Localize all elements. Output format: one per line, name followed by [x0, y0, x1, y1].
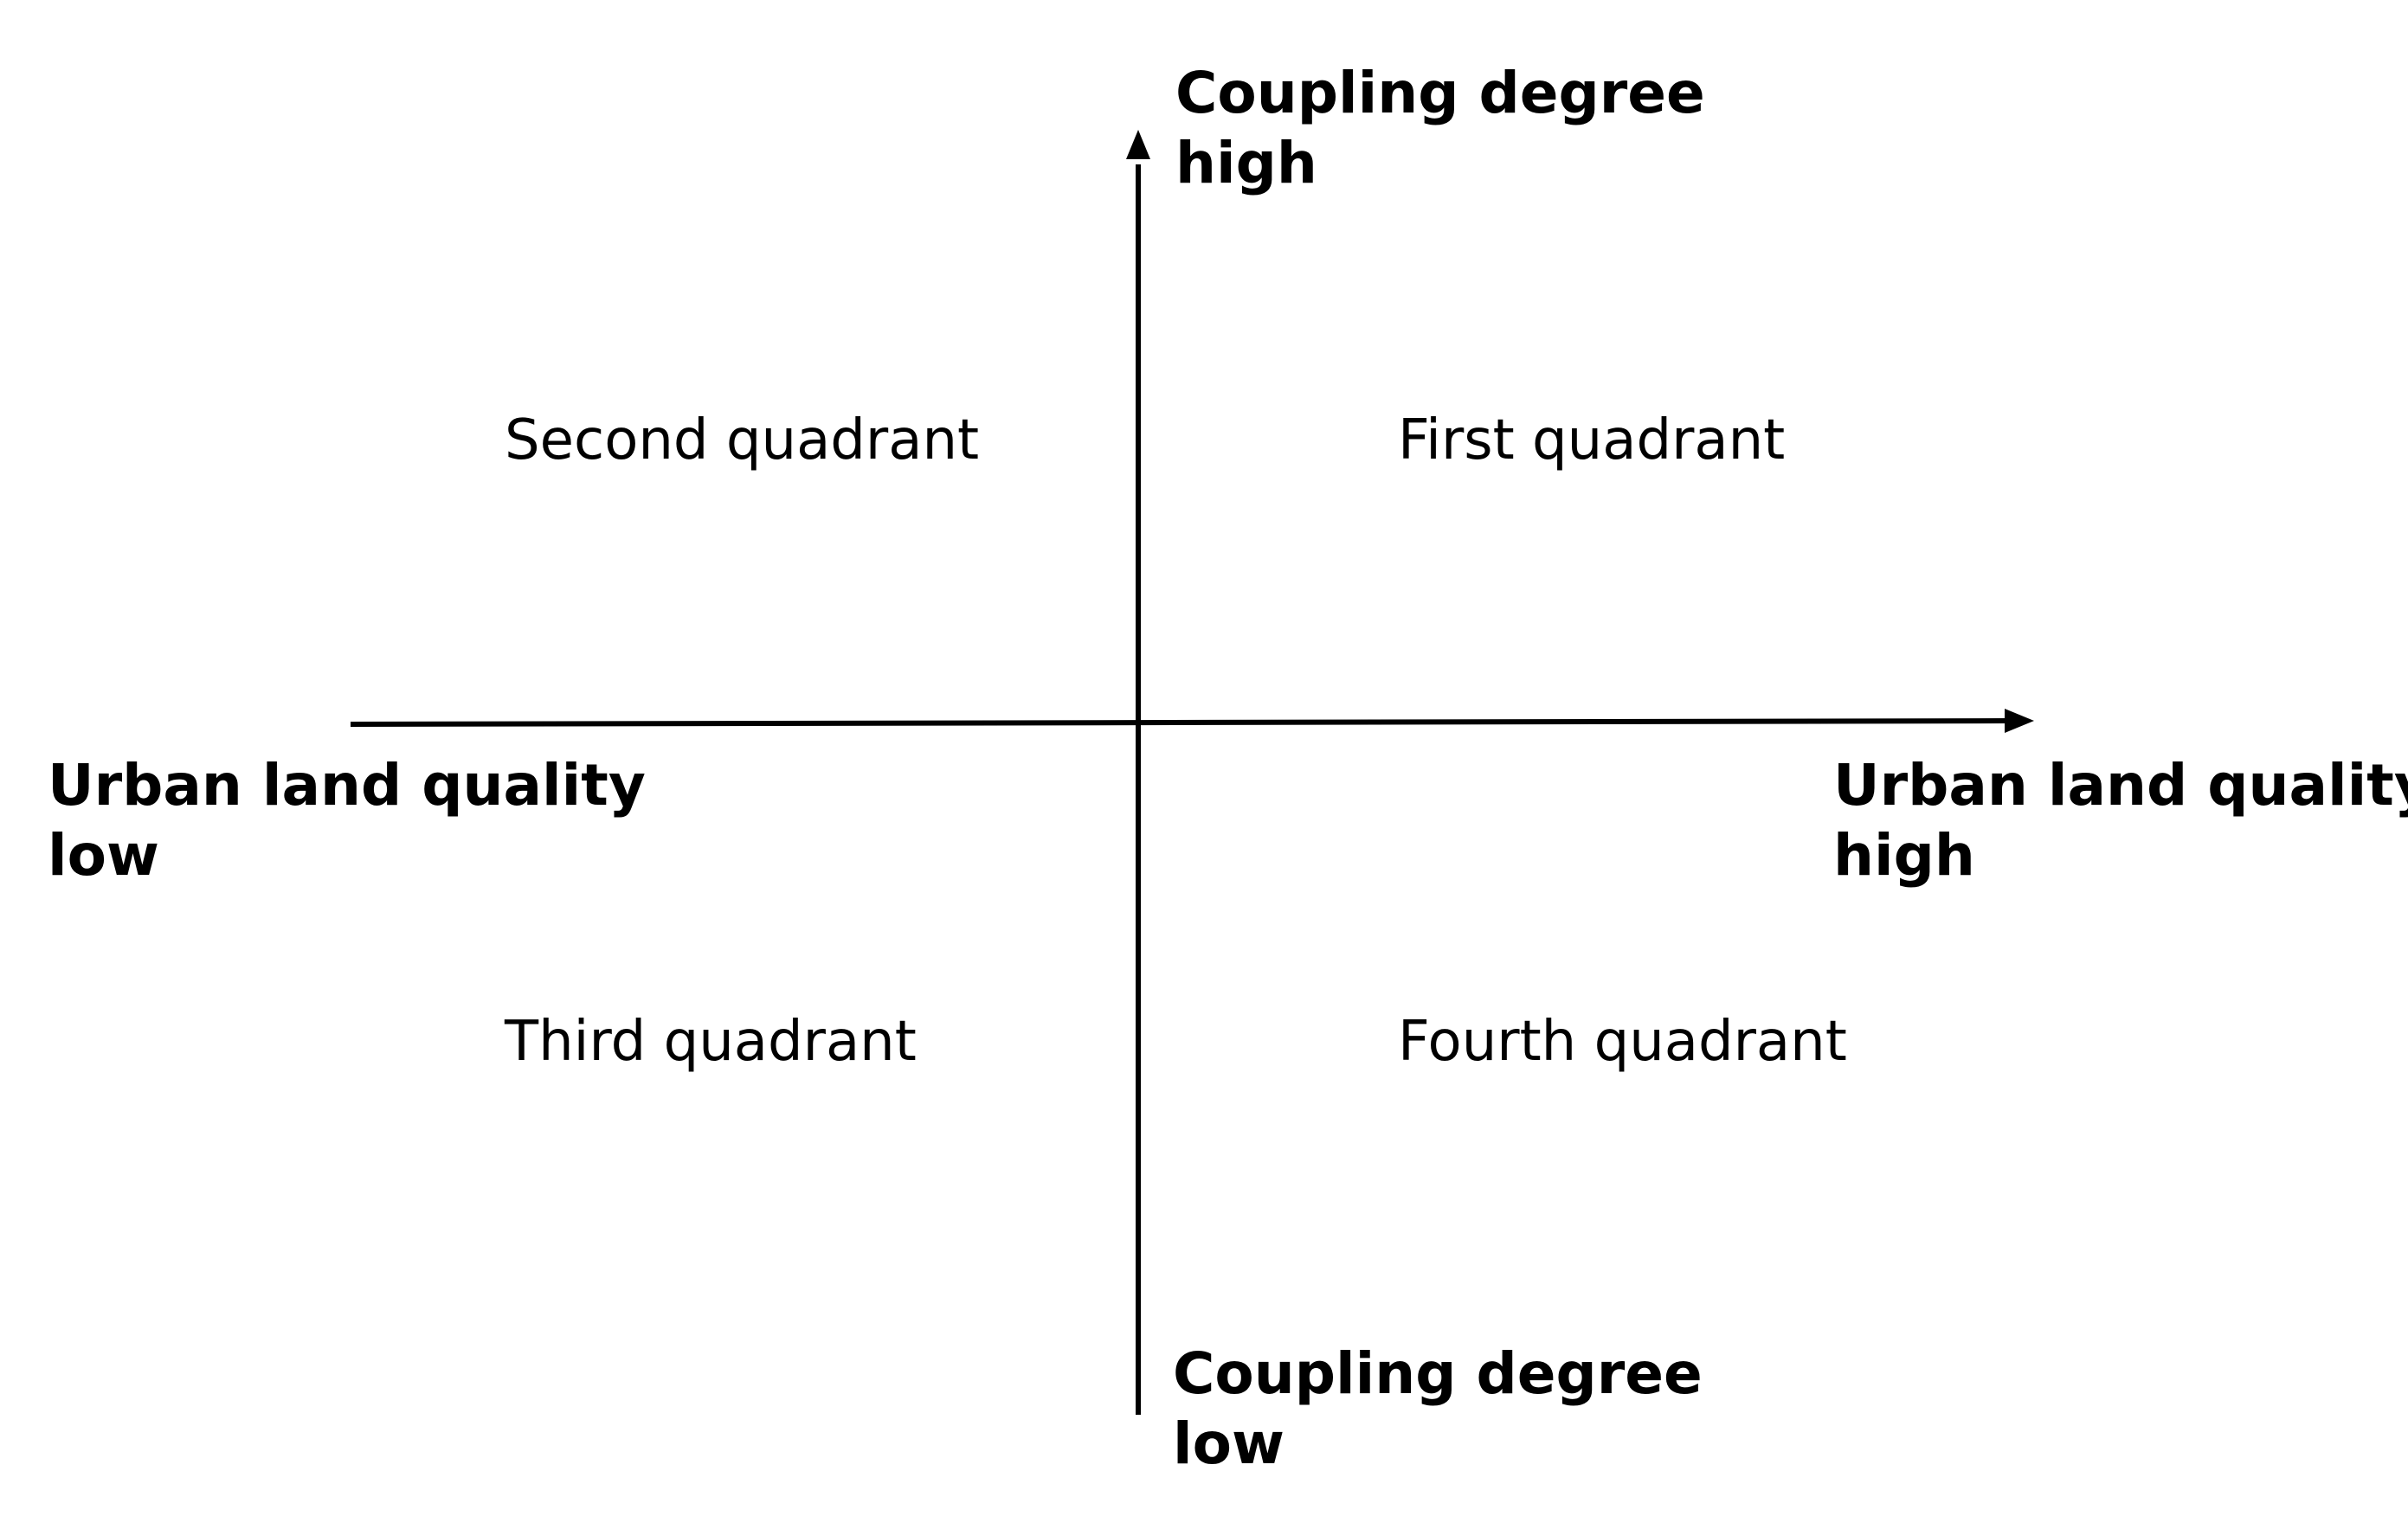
- vertical-axis-top-label: Coupling degree high: [1175, 59, 1705, 198]
- third-quadrant-label: Third quadrant: [505, 1010, 917, 1074]
- horizontal-axis-line: [350, 718, 2009, 727]
- vertical-axis-bottom-label: Coupling degree low: [1173, 1339, 1703, 1479]
- horizontal-axis-right-label: Urban land quality high: [1833, 751, 2408, 890]
- horizontal-axis-left-label-line1: Urban land quality: [48, 752, 646, 819]
- horizontal-axis-left-label-line2: low: [48, 821, 159, 889]
- horizontal-axis-left-label: Urban land quality low: [48, 751, 646, 890]
- fourth-quadrant-label: Fourth quadrant: [1398, 1010, 1847, 1074]
- horizontal-axis-right-label-line2: high: [1833, 821, 1975, 889]
- second-quadrant-label: Second quadrant: [505, 408, 980, 472]
- first-quadrant-label: First quadrant: [1398, 408, 1786, 472]
- vertical-axis-bottom-label-line1: Coupling degree: [1173, 1340, 1703, 1407]
- vertical-axis-top-label-line1: Coupling degree: [1175, 60, 1705, 126]
- vertical-axis-top-label-line2: high: [1175, 129, 1317, 196]
- vertical-axis-arrow-head: [1126, 130, 1150, 159]
- horizontal-axis-right-label-line1: Urban land quality: [1833, 752, 2408, 819]
- vertical-axis-bottom-label-line2: low: [1173, 1410, 1284, 1477]
- horizontal-axis-arrow-head: [2005, 709, 2034, 733]
